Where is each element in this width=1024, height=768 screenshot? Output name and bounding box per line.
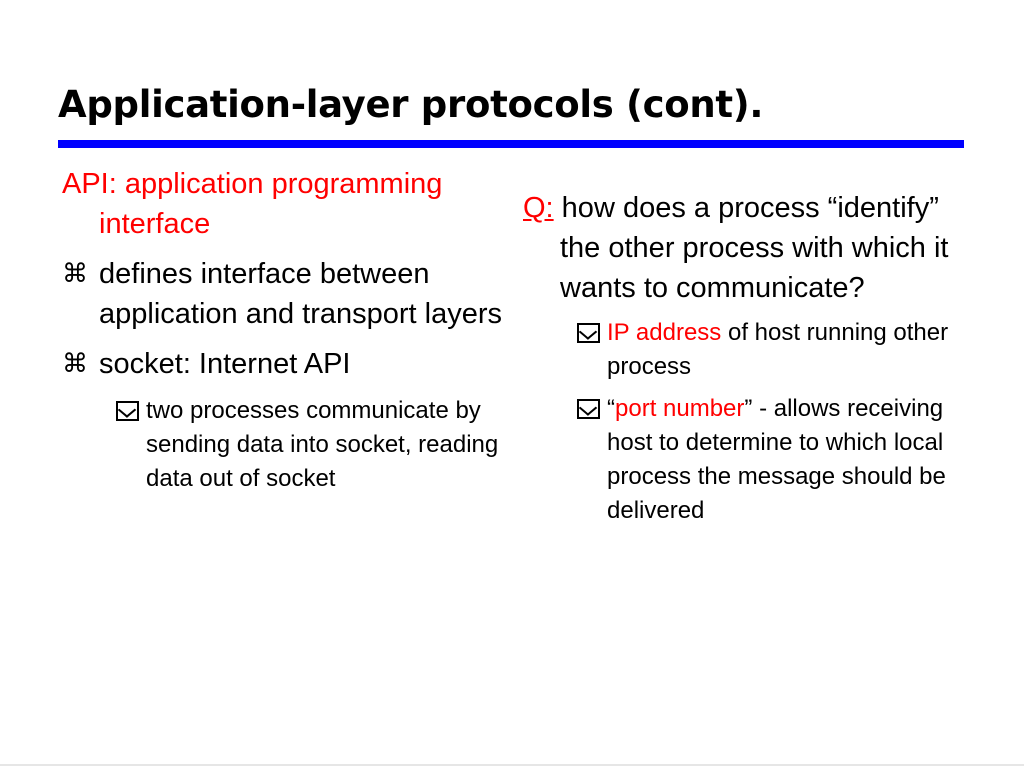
- checkbox-check-icon: [116, 401, 139, 421]
- sub-list-item: two processes communicate by sending dat…: [116, 394, 512, 496]
- sub-list-item: “port number” - allows receiving host to…: [577, 392, 963, 528]
- sub-list-item: IP address of host running other process: [577, 316, 963, 384]
- quote-open: “: [607, 395, 615, 422]
- command-key-icon: ⌘: [62, 349, 88, 379]
- api-heading: API: application programming interface: [62, 168, 443, 240]
- sub-bullet-text: ” - allows receiving host to determine t…: [607, 395, 946, 524]
- list-item: ⌘ socket: Internet API: [62, 344, 512, 384]
- highlight-term: IP address: [607, 319, 722, 346]
- slide-title: Application-layer protocols (cont).: [58, 83, 764, 126]
- list-item: ⌘ defines interface between application a…: [62, 254, 512, 334]
- command-key-icon: ⌘: [62, 259, 88, 289]
- title-underline-rule: [58, 140, 964, 148]
- checkbox-check-icon: [577, 323, 600, 343]
- bullet-text: socket: Internet API: [99, 348, 351, 380]
- left-column: API: application programming interface ⌘…: [62, 164, 512, 496]
- slide-bottom-divider: [0, 764, 1024, 766]
- sub-bullet-text: two processes communicate by sending dat…: [146, 397, 499, 492]
- question: Q: how does a process “identify” the oth…: [523, 188, 963, 308]
- question-label: Q:: [523, 192, 554, 224]
- right-column: Q: how does a process “identify” the oth…: [523, 188, 963, 528]
- bullet-text: defines interface between application an…: [99, 258, 503, 330]
- question-text: how does a process “identify” the other …: [553, 192, 949, 304]
- sub-bullet-text: of host running other process: [607, 319, 949, 380]
- checkbox-check-icon: [577, 399, 600, 419]
- highlight-term: port number: [615, 395, 745, 422]
